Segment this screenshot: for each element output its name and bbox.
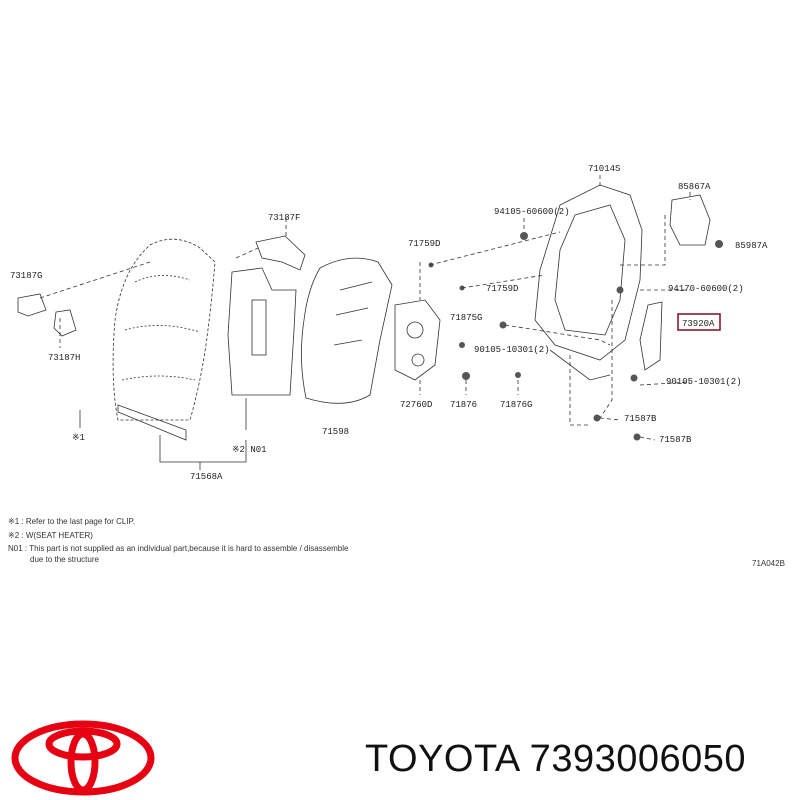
label-94105-60600: 94105-60600(2) <box>494 207 570 217</box>
label-73187H: 73187H <box>48 353 80 363</box>
note-line-1: ※1 : Refer to the last page for CLIP. <box>8 517 135 526</box>
hinge-drawing <box>669 194 711 246</box>
label-72760D: 72760D <box>400 400 432 410</box>
label-71587B-lower: 71587B <box>659 435 692 445</box>
recliner-drawing <box>394 299 441 381</box>
label-94170-60600: 94170-60600(2) <box>668 284 744 294</box>
seatback-frame-drawing <box>534 184 643 381</box>
label-73920A[interactable]: 73920A <box>682 319 715 329</box>
label-71759D-lower: 71759D <box>486 284 518 294</box>
label-71876G: 71876G <box>500 400 532 410</box>
label-note1-mark: ※1 <box>72 433 85 443</box>
figure-code: 71A042B <box>752 559 785 568</box>
label-90105-10301-lower: 90105-10301(2) <box>666 377 742 387</box>
cover-73187F-drawing <box>255 235 306 271</box>
seatback-board-drawing <box>301 257 393 404</box>
side-shield-drawing <box>639 301 663 371</box>
label-71014S: 71014S <box>588 164 620 174</box>
note-line-3: N01 : This part is not supplied as an in… <box>8 544 349 553</box>
seat-heater-pad-drawing <box>227 267 297 430</box>
label-71598: 71598 <box>322 427 349 437</box>
label-71759D-upper: 71759D <box>408 239 440 249</box>
cover-73187H-drawing <box>53 309 77 337</box>
label-N01: ※2 N01 <box>232 445 267 455</box>
label-90105-10301-upper: 90105-10301(2) <box>474 345 550 355</box>
note-line-2: ※2 : W(SEAT HEATER) <box>8 531 93 540</box>
label-71587B-upper: 71587B <box>624 414 657 424</box>
label-85987A: 85987A <box>735 241 768 251</box>
label-73187G: 73187G <box>10 271 42 281</box>
label-71876: 71876 <box>450 400 477 410</box>
note-line-4: due to the structure <box>30 555 99 564</box>
label-85867A: 85867A <box>678 182 711 192</box>
brand-part-number: TOYOTA 7393006050 <box>365 738 747 780</box>
seat-back-cover-drawing <box>112 238 216 441</box>
cover-73187G-drawing <box>17 293 47 317</box>
highlight-box <box>677 313 721 331</box>
label-71568A: 71568A <box>190 472 223 482</box>
toyota-logo-icon <box>11 720 155 796</box>
label-73187F: 73187F <box>268 213 300 223</box>
label-71875G: 71875G <box>450 313 482 323</box>
